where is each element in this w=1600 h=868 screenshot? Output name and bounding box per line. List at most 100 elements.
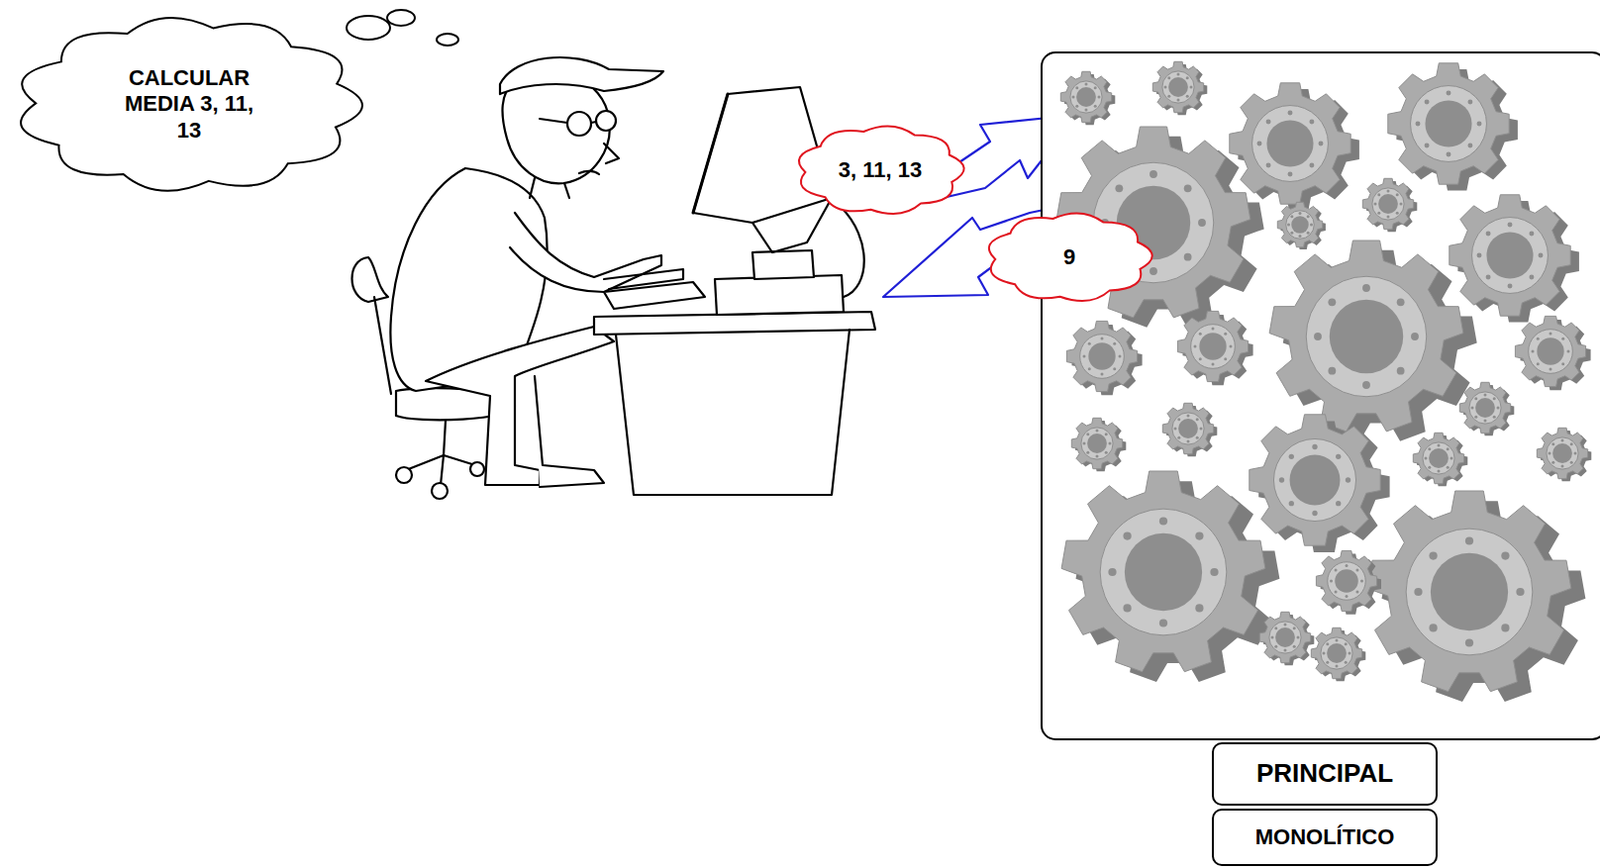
person-at-computer — [352, 57, 877, 500]
gear-bolt — [1279, 477, 1285, 483]
gear-hole — [1290, 455, 1341, 506]
gear — [1071, 417, 1126, 472]
gear-ring — [1327, 562, 1366, 600]
cloud-path — [20, 17, 363, 192]
gear-bolt — [1112, 367, 1116, 371]
gear-face — [1315, 550, 1377, 611]
gear-bolt — [1471, 406, 1475, 410]
gear-bolt — [1318, 141, 1324, 147]
gear-bolt — [1344, 661, 1348, 665]
gear-bolt — [1229, 345, 1233, 349]
gear — [1060, 71, 1115, 125]
gear-hole — [1087, 433, 1107, 454]
gear-bolt — [1083, 442, 1087, 446]
gear-ring — [1320, 637, 1353, 670]
gear-bolt — [1290, 231, 1294, 235]
thought-bubble — [436, 33, 459, 46]
gear-bolt — [1322, 652, 1326, 656]
gear-bolt — [1446, 466, 1450, 470]
gear-bolt — [1497, 406, 1500, 410]
gear-bolt — [1396, 193, 1400, 197]
gear-bolt — [1493, 397, 1497, 400]
node-text: CALCULAR MEDIA 3, 11, 13 — [119, 65, 259, 144]
gear-bolt — [1415, 121, 1421, 127]
gear-ring — [1269, 621, 1301, 654]
gear-bolt — [1112, 342, 1116, 346]
gear-bolt — [1297, 636, 1300, 640]
cloud-path — [989, 212, 1153, 301]
cloud-bubble: 3, 11, 13 — [795, 120, 966, 220]
gear-bolt — [1465, 536, 1474, 545]
gear-ring — [1410, 86, 1488, 163]
gear-bolt — [1486, 231, 1492, 237]
gear-bolt — [1299, 234, 1302, 238]
gear-face — [1162, 402, 1213, 454]
gear-bolt — [1446, 152, 1452, 158]
gear-bolt — [1335, 500, 1341, 506]
gear-ring — [1372, 188, 1404, 220]
gear-bolt — [1271, 636, 1275, 640]
gear — [1362, 178, 1417, 232]
gear-ring — [1252, 105, 1329, 183]
gear-bolt — [1397, 367, 1405, 376]
gear — [1449, 195, 1580, 323]
gear-bolt — [1500, 623, 1509, 632]
gear-bolt — [1528, 274, 1534, 280]
gear-bolt — [1477, 253, 1483, 259]
gear-bolt — [1329, 580, 1333, 584]
gear-ring — [1070, 81, 1102, 113]
gear-hole — [1266, 119, 1313, 167]
gear-bolt — [1100, 373, 1104, 377]
gear-bolt — [1098, 96, 1101, 100]
gear — [1277, 201, 1326, 250]
gear-bolt — [1551, 461, 1555, 465]
gear-bolt — [1561, 439, 1565, 443]
gear-bolt — [1450, 457, 1454, 461]
gear-hole — [1291, 215, 1308, 233]
gear-bolt — [1549, 368, 1553, 372]
gear-hole — [1088, 342, 1115, 370]
gear-bolt — [1561, 337, 1565, 341]
gear-bolt — [1507, 222, 1513, 228]
gear-bolt — [1538, 253, 1544, 259]
gear-bolt — [1500, 551, 1509, 560]
gear-bolt — [1374, 202, 1378, 206]
gear — [1459, 382, 1514, 436]
gear-bolt — [1086, 432, 1090, 436]
gear-bolt — [1528, 231, 1534, 237]
gear-face — [1388, 63, 1509, 185]
gear-bolt — [1266, 162, 1272, 168]
gear-bolt — [1290, 214, 1294, 218]
gear-bolt — [1289, 454, 1295, 460]
gear-bolt — [1114, 184, 1123, 193]
module-box — [1041, 52, 1600, 740]
gear-face — [1071, 417, 1122, 469]
gear-bolt — [1198, 218, 1206, 227]
gear-face — [1459, 382, 1510, 433]
gear-face — [1177, 310, 1248, 382]
gear-bolt — [1187, 414, 1191, 418]
gear-ring — [1528, 329, 1574, 375]
gear-bolt — [1334, 569, 1338, 573]
gear-ring — [1100, 508, 1227, 636]
gear-face — [1152, 61, 1203, 112]
thought-bubble — [346, 15, 391, 40]
gear-bolt — [1474, 397, 1478, 400]
gear-bolt — [1446, 447, 1450, 451]
gear-bolt — [1574, 452, 1578, 456]
gear-bolt — [1177, 417, 1181, 421]
gear-bolt — [1549, 332, 1553, 336]
gear — [1066, 320, 1142, 396]
gear-bolt — [1186, 76, 1190, 80]
gear-bolt — [1118, 355, 1122, 359]
gear-bolt — [1199, 332, 1202, 336]
gear-bolt — [1184, 253, 1193, 262]
gear-bolt — [1184, 184, 1193, 193]
gear-bolt — [1211, 327, 1215, 331]
gear-bolt — [1187, 440, 1191, 444]
gear-face — [1229, 83, 1351, 204]
gear-hole — [1552, 443, 1573, 464]
gear — [1269, 240, 1478, 442]
gear-bolt — [1387, 190, 1391, 194]
